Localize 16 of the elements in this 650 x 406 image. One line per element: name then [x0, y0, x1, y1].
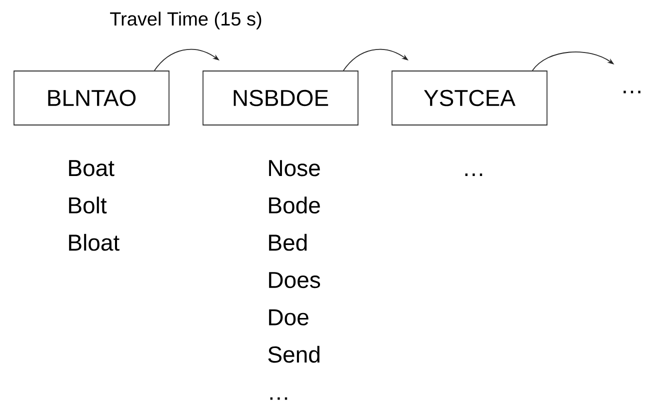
- word-box: NSBDOE: [202, 70, 358, 126]
- word-list-item: Bed: [269, 234, 307, 251]
- word-list-item: Nose: [269, 160, 320, 176]
- word-list-item: Doe: [269, 309, 308, 326]
- edge-label: Travel Time (15 s): [110, 12, 262, 30]
- word-box: YSTCEA: [392, 70, 548, 126]
- word-list-item: Bloat: [69, 234, 120, 251]
- word-list-item: Send: [268, 346, 320, 363]
- word-list-item: Boat: [69, 160, 114, 176]
- ellipsis: …: [624, 90, 640, 94]
- word-list-item: Does: [269, 272, 320, 288]
- word-list-item: …: [270, 397, 288, 400]
- word-list-item: …: [465, 174, 482, 176]
- word-list-item: Bode: [269, 196, 320, 214]
- word-list-item: Bolt: [69, 196, 107, 214]
- word-box: BLNTAO: [14, 70, 170, 126]
